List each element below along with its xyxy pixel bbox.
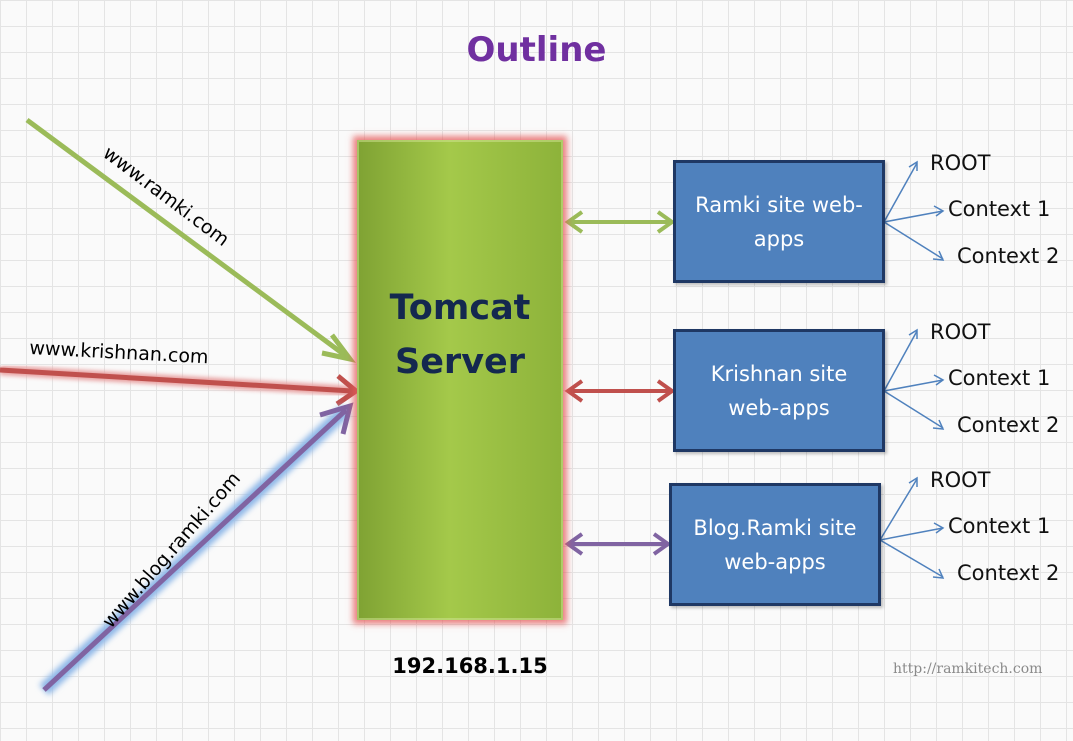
krishnan-site-label-line2: web-apps	[728, 395, 830, 420]
krishnan-incoming-arrow	[0, 365, 361, 407]
blog-site-label-line2: web-apps	[724, 549, 826, 574]
krishnan-double-arrow	[564, 379, 676, 403]
server-ip-address: 192.168.1.15	[392, 654, 548, 678]
watermark-url: http://ramkitech.com	[893, 661, 1043, 677]
ramki-incoming-arrow	[25, 117, 357, 363]
ramki-site-label-line2: apps	[753, 226, 805, 251]
ramki-context-1: Context 1	[948, 197, 1051, 221]
ramki-context-arrows	[883, 160, 945, 261]
krishnan-site-label-line1: Krishnan site	[710, 361, 848, 386]
ramki-site-label-line1: Ramki site web-	[695, 192, 863, 217]
ramki-site-box: Ramki site web- apps	[673, 160, 885, 283]
server-label-line1: Tomcat	[389, 288, 531, 328]
tomcat-server-block: Tomcat Server	[357, 140, 563, 620]
server-label-line2: Server	[394, 342, 526, 382]
blog-site-label-line1: Blog.Ramki site	[693, 515, 857, 540]
blog-incoming-arrow	[39, 402, 354, 696]
blog-context-2: Context 2	[957, 561, 1060, 585]
blog-site-box: Blog.Ramki site web-apps	[669, 483, 881, 606]
blog-context-1: Context 1	[948, 514, 1051, 538]
ramki-context-2: Context 2	[957, 244, 1060, 268]
blog-double-arrow	[564, 532, 672, 556]
blog-context-arrows	[879, 476, 945, 579]
page-title: Outline	[466, 30, 607, 70]
krishnan-context-2: Context 2	[957, 413, 1060, 437]
blog-context-root: ROOT	[930, 468, 991, 492]
krishnan-context-1: Context 1	[948, 366, 1051, 390]
ramki-context-root: ROOT	[930, 151, 991, 175]
krishnan-context-arrows	[883, 328, 945, 430]
krishnan-site-box: Krishnan site web-apps	[673, 329, 885, 452]
krishnan-context-root: ROOT	[930, 320, 991, 344]
ramki-double-arrow	[564, 210, 676, 234]
